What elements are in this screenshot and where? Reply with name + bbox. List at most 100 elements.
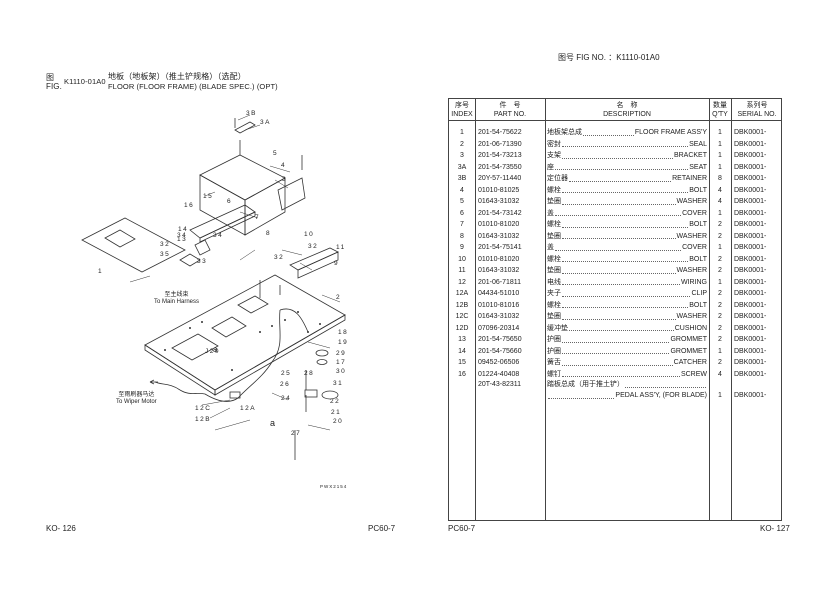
row-index: 3	[460, 152, 464, 159]
row-serial: DBK0001-	[734, 370, 767, 378]
row-qty: 2	[718, 313, 722, 320]
row-serial: DBK0001-	[734, 290, 767, 297]
row-serial: DBK0001-	[734, 359, 767, 366]
part-label: 21	[331, 409, 342, 416]
part-label: 32	[308, 243, 319, 250]
part-label: 12C	[195, 405, 212, 412]
row-index: 10	[458, 255, 466, 263]
row-serial: DBK0001-	[734, 209, 767, 217]
part-label: 27	[291, 430, 302, 437]
row-index: 16	[458, 370, 466, 378]
part-label: 29	[336, 350, 347, 357]
callout-wiper-motor: 至雨刷器马达 To Wiper Motor	[116, 392, 157, 405]
part-label: 11	[336, 244, 346, 251]
row-part-no: 04434-51010	[478, 290, 520, 297]
row-qty: 1	[718, 140, 722, 148]
row-part-no: 201-06-71811	[478, 278, 522, 286]
table-row-pedal-en: PEDAL ASS'Y, (FOR BLADE) 1 DBK0001-	[449, 390, 781, 402]
part-label: 14	[178, 226, 189, 233]
row-serial: DBK0001-	[734, 267, 767, 274]
title-en: FLOOR (FLOOR FRAME) (BLADE SPEC.) (OPT)	[108, 82, 278, 91]
part-label: 12A	[240, 405, 257, 412]
row-index: 13	[458, 336, 466, 343]
row-part-no: 201-54-73550	[478, 163, 522, 171]
row-part-no: 201-54-75141	[478, 244, 522, 251]
part-label: 12B	[195, 416, 212, 423]
part-label: 3B	[246, 110, 257, 117]
part-label: 19	[338, 339, 349, 346]
drawing-code: PWX2154	[320, 484, 348, 489]
row-qty: 2	[718, 301, 722, 309]
row-qty: 1	[718, 129, 722, 136]
row-part-no: 201-54-73142	[478, 209, 522, 217]
row-index: 11	[458, 267, 466, 274]
row-serial: DBK0001-	[734, 175, 767, 182]
part-label: J20	[205, 348, 220, 355]
row-part-no: 201-54-75650	[478, 336, 522, 343]
row-index: 15	[458, 359, 466, 366]
row-part-no: 01643-31032	[478, 267, 520, 274]
row-part-no: 201-54-75622	[478, 129, 522, 136]
title-cn: 地板（地板架）（推土铲规格）（选配）	[108, 72, 246, 81]
row-qty: 4	[718, 370, 722, 378]
part-label: 7	[255, 214, 261, 221]
row-serial: DBK0001-	[734, 255, 767, 263]
part-label: 17	[336, 359, 347, 366]
part-label: 4	[281, 162, 287, 169]
row-qty: 2	[718, 232, 722, 240]
row-qty: 1	[718, 209, 722, 217]
part-label: 30	[336, 368, 347, 375]
part-label: 1	[98, 268, 104, 275]
part-label: 8	[266, 230, 272, 237]
row-qty: 2	[718, 324, 722, 332]
part-label: 34	[213, 232, 224, 239]
part-label: 10	[304, 231, 315, 238]
row-part-no: 01643-31032	[478, 313, 520, 320]
part-label: 31	[333, 380, 344, 387]
right-footer-page: KO- 127	[760, 524, 790, 533]
row-part-no: 201-06-71390	[478, 140, 522, 148]
row-serial: DBK0001-	[734, 186, 767, 194]
row-qty: 2	[718, 221, 722, 228]
row-qty: 1	[718, 244, 722, 251]
part-label: a	[270, 418, 277, 428]
row-index: 3A	[457, 163, 467, 171]
part-label: 33	[197, 258, 208, 265]
part-label: 6	[227, 198, 233, 205]
row-qty: 2	[718, 267, 722, 274]
part-label: 18	[338, 329, 349, 336]
part-label: 3	[282, 176, 288, 183]
row-part-no: 20Y-57-11440	[478, 175, 522, 182]
row-qty: 1	[718, 347, 722, 355]
row-qty: 2	[718, 359, 722, 366]
row-serial: DBK0001-	[734, 336, 767, 343]
part-label: 28	[304, 370, 315, 377]
part-label: 35	[160, 251, 171, 258]
row-serial: DBK0001-	[734, 198, 767, 205]
part-label: 20	[333, 418, 344, 425]
